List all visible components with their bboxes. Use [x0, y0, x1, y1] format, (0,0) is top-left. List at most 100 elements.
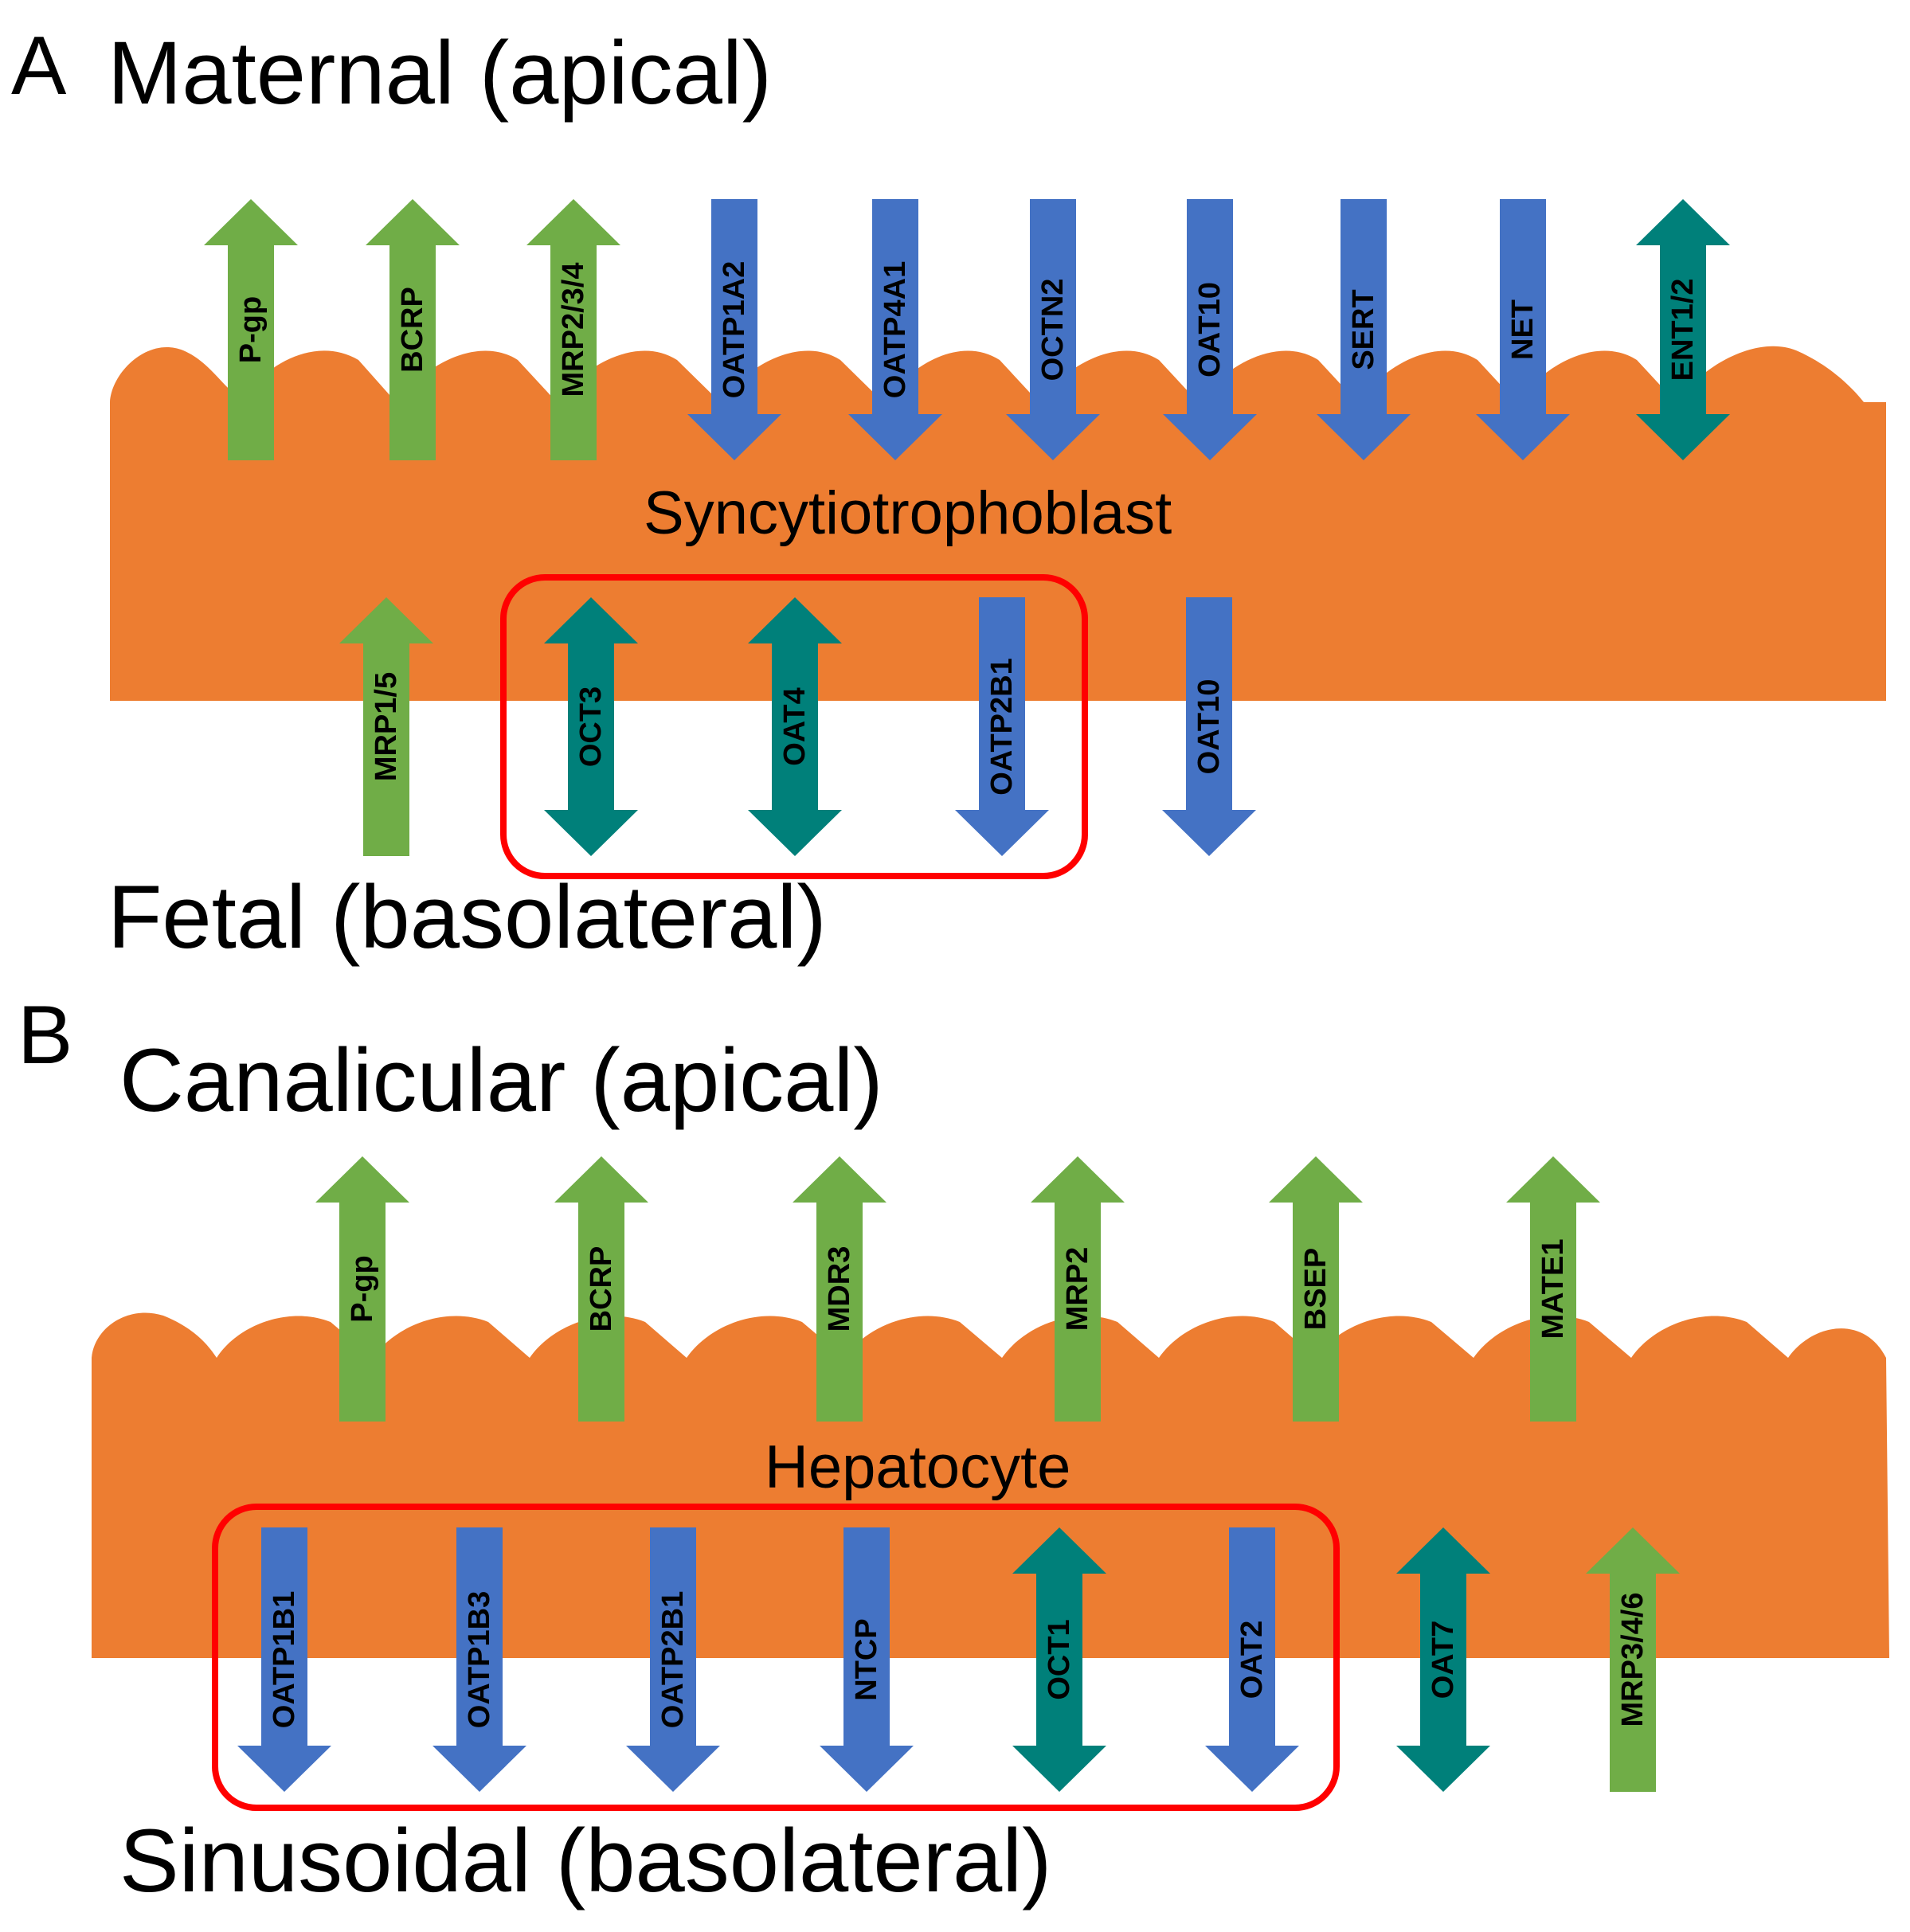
- b-apical-mrp2-transporter: MRP2: [1031, 1156, 1125, 1422]
- a-apical-oat10-down-arrow: [1163, 199, 1257, 460]
- basolateral-transporters-b: OATP1B1 OATP1B3 OATP2B1 NTCP OCT1 OAT2 OAT7 MRP…: [237, 1527, 1680, 1792]
- a-apical-oatp4a1-label: OATP4A1: [879, 261, 912, 398]
- b-apical-mrp2-label: MRP2: [1061, 1247, 1094, 1332]
- b-apical-mate1-up-arrow: [1506, 1156, 1600, 1422]
- a-apical-ent1-2-label: ENT1/2: [1666, 279, 1700, 381]
- maternal-apical-label: Maternal (apical): [108, 23, 772, 123]
- b-basolateral-oatp1b1-transporter: OATP1B1: [237, 1527, 331, 1792]
- b-basolateral-oct1-label: OCT1: [1043, 1619, 1076, 1699]
- a-apical-mrp2-3-4-label: MRP2/3/4: [557, 263, 590, 397]
- b-basolateral-oat2-down-arrow: [1205, 1527, 1299, 1792]
- b-apical-mdr3-up-arrow: [793, 1156, 887, 1422]
- a-apical-sert-transporter: SERT: [1317, 199, 1411, 460]
- hepatocyte-label: Hepatocyte: [765, 1433, 1070, 1501]
- apical-transporters-b: P-gp BCRP MDR3 MRP2 BSEP MATE1: [315, 1156, 1600, 1422]
- b-basolateral-oatp1b3-transporter: OATP1B3: [432, 1527, 526, 1792]
- b-apical-bsep-up-arrow: [1269, 1156, 1363, 1422]
- b-apical-bsep-label: BSEP: [1299, 1248, 1333, 1330]
- apical-transporters-a: P-gp BCRP MRP2/3/4 OATP1A2 OATP4A1 OCTN2 OAT10…: [204, 199, 1730, 460]
- b-basolateral-oat2-label: OAT2: [1235, 1621, 1269, 1699]
- b-apical-bcrp-label: BCRP: [585, 1246, 618, 1332]
- a-basolateral-oct3-label: OCT3: [574, 686, 608, 767]
- b-apical-mrp2-up-arrow: [1031, 1156, 1125, 1422]
- a-basolateral-oct3-double-arrow: [544, 597, 638, 856]
- b-basolateral-ntcp-transporter: NTCP: [820, 1527, 914, 1792]
- syncytiotrophoblast-label: Syncytiotrophoblast: [644, 479, 1172, 547]
- a-apical-octn2-transporter: OCTN2: [1006, 199, 1100, 460]
- b-basolateral-oat7-transporter: OAT7: [1396, 1527, 1490, 1792]
- b-basolateral-mrp3-4-6-label: MRP3/4/6: [1616, 1593, 1650, 1727]
- basolateral-transporters-a: MRP1/5 OCT3 OAT4 OATP2B1 OAT10: [339, 597, 1256, 856]
- a-basolateral-oat4-label: OAT4: [778, 687, 812, 766]
- b-basolateral-oatp2b1-label: OATP2B1: [656, 1591, 690, 1728]
- a-basolateral-oatp2b1-down-arrow: [955, 597, 1049, 856]
- a-apical-ent1-2-double-arrow: [1636, 199, 1730, 460]
- a-apical-mrp2-3-4-up-arrow: [526, 199, 620, 460]
- b-basolateral-mrp3-4-6-up-arrow: [1586, 1527, 1680, 1792]
- a-basolateral-oat10-down-arrow: [1162, 597, 1256, 856]
- a-apical-sert-down-arrow: [1317, 199, 1411, 460]
- a-apical-oatp1a2-label: OATP1A2: [718, 261, 751, 398]
- a-basolateral-oat10-label: OAT10: [1192, 679, 1226, 775]
- panel-b: B Canalicular (apical) Hepatocyte Sinuso…: [18, 989, 1889, 1910]
- b-basolateral-oat7-label: OAT7: [1427, 1621, 1460, 1699]
- a-apical-net-down-arrow: [1476, 199, 1570, 460]
- a-apical-mrp2-3-4-transporter: MRP2/3/4: [526, 199, 620, 460]
- a-basolateral-oatp2b1-transporter: OATP2B1: [955, 597, 1049, 856]
- a-apical-oatp1a2-transporter: OATP1A2: [687, 199, 781, 460]
- highlight-box-sinusoidal: [212, 1504, 1340, 1811]
- a-basolateral-oatp2b1-label: OATP2B1: [985, 658, 1019, 795]
- canalicular-apical-label: Canalicular (apical): [119, 1031, 883, 1130]
- a-apical-oatp4a1-transporter: OATP4A1: [848, 199, 942, 460]
- b-basolateral-oatp2b1-transporter: OATP2B1: [626, 1527, 720, 1792]
- panel-b-letter: B: [18, 989, 72, 1081]
- highlight-box-fetal: [500, 574, 1088, 879]
- b-basolateral-ntcp-label: NTCP: [850, 1618, 883, 1700]
- a-apical-oatp4a1-down-arrow: [848, 199, 942, 460]
- a-basolateral-mrp1-5-label: MRP1/5: [370, 672, 403, 781]
- a-apical-bcrp-label: BCRP: [396, 287, 429, 373]
- a-apical-p-gp-up-arrow: [204, 199, 298, 460]
- a-apical-net-transporter: NET: [1476, 199, 1570, 460]
- b-apical-p-gp-up-arrow: [315, 1156, 409, 1422]
- a-apical-octn2-label: OCTN2: [1036, 279, 1070, 381]
- a-basolateral-mrp1-5-up-arrow: [339, 597, 433, 856]
- a-apical-octn2-down-arrow: [1006, 199, 1100, 460]
- a-apical-bcrp-transporter: BCRP: [366, 199, 460, 460]
- a-apical-ent1-2-transporter: ENT1/2: [1636, 199, 1730, 460]
- a-apical-oatp1a2-down-arrow: [687, 199, 781, 460]
- b-basolateral-oct1-transporter: OCT1: [1012, 1527, 1106, 1792]
- panel-a-letter: A: [11, 20, 67, 112]
- a-apical-p-gp-transporter: P-gp: [204, 199, 298, 460]
- b-basolateral-oat7-double-arrow: [1396, 1527, 1490, 1792]
- a-basolateral-oct3-transporter: OCT3: [544, 597, 638, 856]
- b-basolateral-oat2-transporter: OAT2: [1205, 1527, 1299, 1792]
- b-basolateral-oct1-double-arrow: [1012, 1527, 1106, 1792]
- a-apical-oat10-label: OAT10: [1193, 282, 1227, 377]
- a-apical-net-label: NET: [1506, 299, 1540, 360]
- b-apical-bcrp-transporter: BCRP: [554, 1156, 648, 1422]
- b-apical-p-gp-label: P-gp: [346, 1255, 379, 1322]
- b-basolateral-oatp1b1-label: OATP1B1: [268, 1591, 301, 1728]
- sinusoidal-basolateral-label: Sinusoidal (basolateral): [119, 1811, 1051, 1910]
- b-basolateral-mrp3-4-6-transporter: MRP3/4/6: [1586, 1527, 1680, 1792]
- b-apical-p-gp-transporter: P-gp: [315, 1156, 409, 1422]
- fetal-basolateral-label: Fetal (basolateral): [108, 867, 827, 967]
- panel-a: A Maternal (apical) Syncytiotrophoblast …: [11, 20, 1886, 967]
- b-apical-mate1-label: MATE1: [1536, 1239, 1570, 1339]
- b-apical-mdr3-label: MDR3: [823, 1246, 856, 1332]
- a-apical-sert-label: SERT: [1347, 289, 1380, 370]
- b-basolateral-ntcp-down-arrow: [820, 1527, 914, 1792]
- a-apical-p-gp-label: P-gp: [234, 296, 268, 363]
- b-apical-mate1-transporter: MATE1: [1506, 1156, 1600, 1422]
- a-basolateral-oat4-transporter: OAT4: [748, 597, 842, 856]
- b-apical-mdr3-transporter: MDR3: [793, 1156, 887, 1422]
- a-basolateral-oat10-transporter: OAT10: [1162, 597, 1256, 856]
- b-basolateral-oatp1b1-down-arrow: [237, 1527, 331, 1792]
- b-apical-bsep-transporter: BSEP: [1269, 1156, 1363, 1422]
- b-basolateral-oatp1b3-down-arrow: [432, 1527, 526, 1792]
- a-apical-bcrp-up-arrow: [366, 199, 460, 460]
- a-apical-oat10-transporter: OAT10: [1163, 199, 1257, 460]
